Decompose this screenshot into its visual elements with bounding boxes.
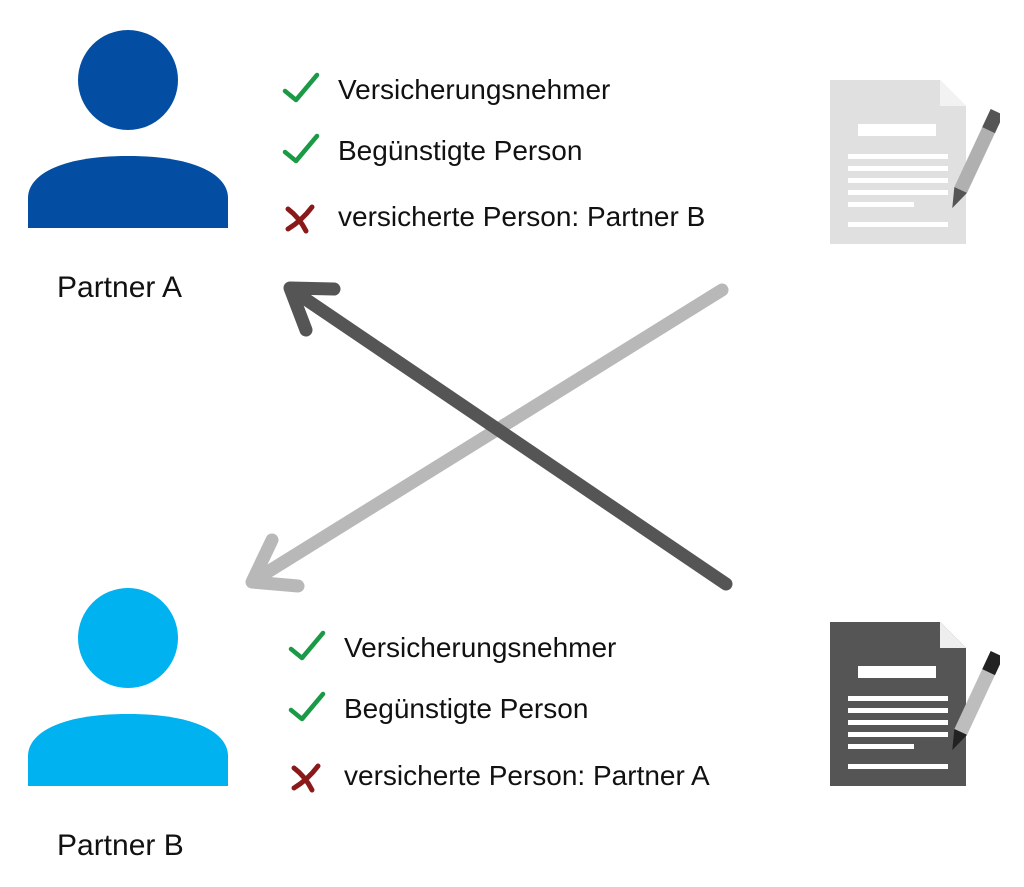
person-icon-partner-a: [28, 30, 228, 228]
partner-a-item-1: Versicherungsnehmer: [282, 70, 610, 110]
partner-b-item-2-text: Begünstigte Person: [344, 693, 589, 724]
partner-a-item-1-text: Versicherungsnehmer: [338, 74, 611, 105]
cross-icon: [285, 204, 315, 234]
check-icon: [288, 630, 326, 661]
check-icon: [288, 691, 326, 722]
partner-b-item-2: Begünstigte Person: [288, 689, 588, 729]
person-icon-partner-b: [28, 588, 228, 786]
partner-a-item-3: versicherte Person: Partner B: [282, 197, 705, 237]
partner-a-item-2-text: Begünstigte Person: [338, 135, 583, 166]
partner-a-item-3-text: versicherte Person: Partner B: [338, 201, 706, 232]
partner-b-item-3: versicherte Person: Partner A: [288, 756, 710, 796]
arrow-to-partner-a: [283, 281, 733, 591]
arrow-to-partner-b: [245, 283, 729, 593]
partner-b-item-1: Versicherungsnehmer: [288, 628, 616, 668]
partner-b-item-3-text: versicherte Person: Partner A: [344, 760, 710, 791]
partner-a-item-2: Begünstigte Person: [282, 131, 582, 171]
check-icon: [282, 72, 320, 103]
cross-icon: [291, 763, 321, 793]
partner-b-label: Partner B: [57, 829, 184, 862]
document-pen-icon-dark: [830, 622, 1000, 786]
document-pen-icon-light: [830, 80, 1000, 244]
partner-b-item-1-text: Versicherungsnehmer: [344, 632, 617, 663]
check-icon: [282, 133, 320, 164]
partner-a-label: Partner A: [57, 271, 183, 304]
